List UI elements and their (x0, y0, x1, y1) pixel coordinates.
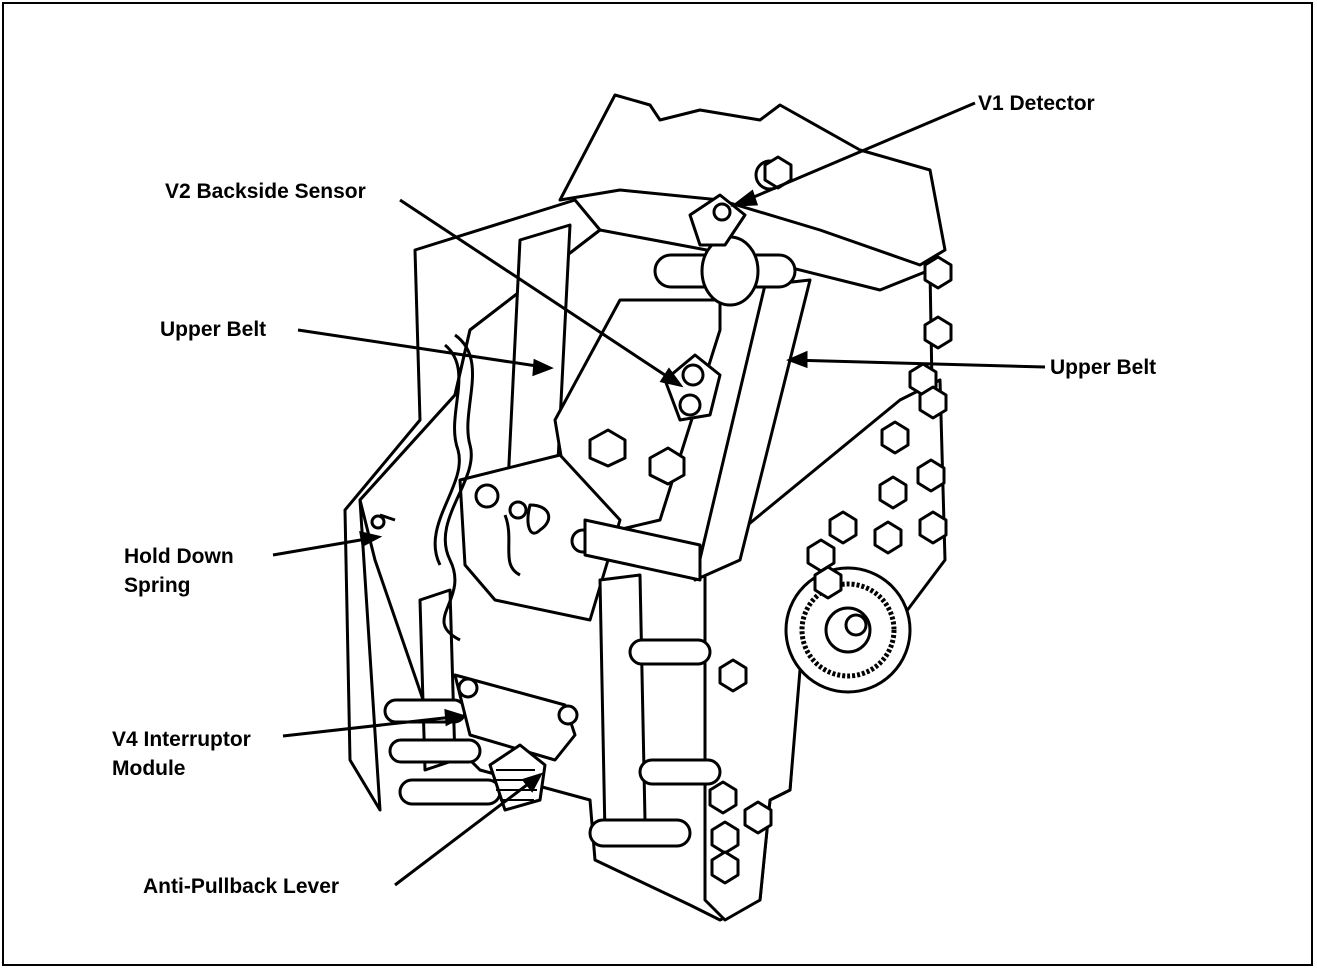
upper-belt-right-leader (789, 358, 1046, 369)
circuit-board (458, 453, 622, 622)
v2-backside-sensor-leader (399, 198, 681, 387)
hold-down-spring-label-line2: Spring (124, 574, 191, 597)
v4-interruptor-leader (282, 714, 463, 738)
anti-pullback-lever-label: Anti-Pullback Lever (143, 875, 340, 898)
v4-interruptor-label-line1: V4 Interruptor (112, 728, 251, 751)
upper-belt-left-leader (297, 328, 551, 370)
upper-belt-right-label: Upper Belt (1050, 356, 1157, 379)
hold-down-spring-label-line1: Hold Down (124, 545, 234, 568)
upper-belt-left-label: Upper Belt (160, 318, 267, 341)
anti-pullback-lever-leader (394, 773, 541, 887)
v2-backside-sensor-label: V2 Backside Sensor (165, 180, 366, 203)
hold-down-spring-leader (272, 535, 379, 557)
v1-detector-leader (734, 101, 976, 207)
front-right-post (598, 573, 647, 837)
v4-interruptor-label-line2: Module (112, 757, 186, 780)
cross-bar (583, 518, 702, 582)
rear-frame (558, 93, 947, 267)
right-upper-belt (693, 278, 812, 582)
v1-detector-label: V1 Detector (978, 92, 1095, 115)
